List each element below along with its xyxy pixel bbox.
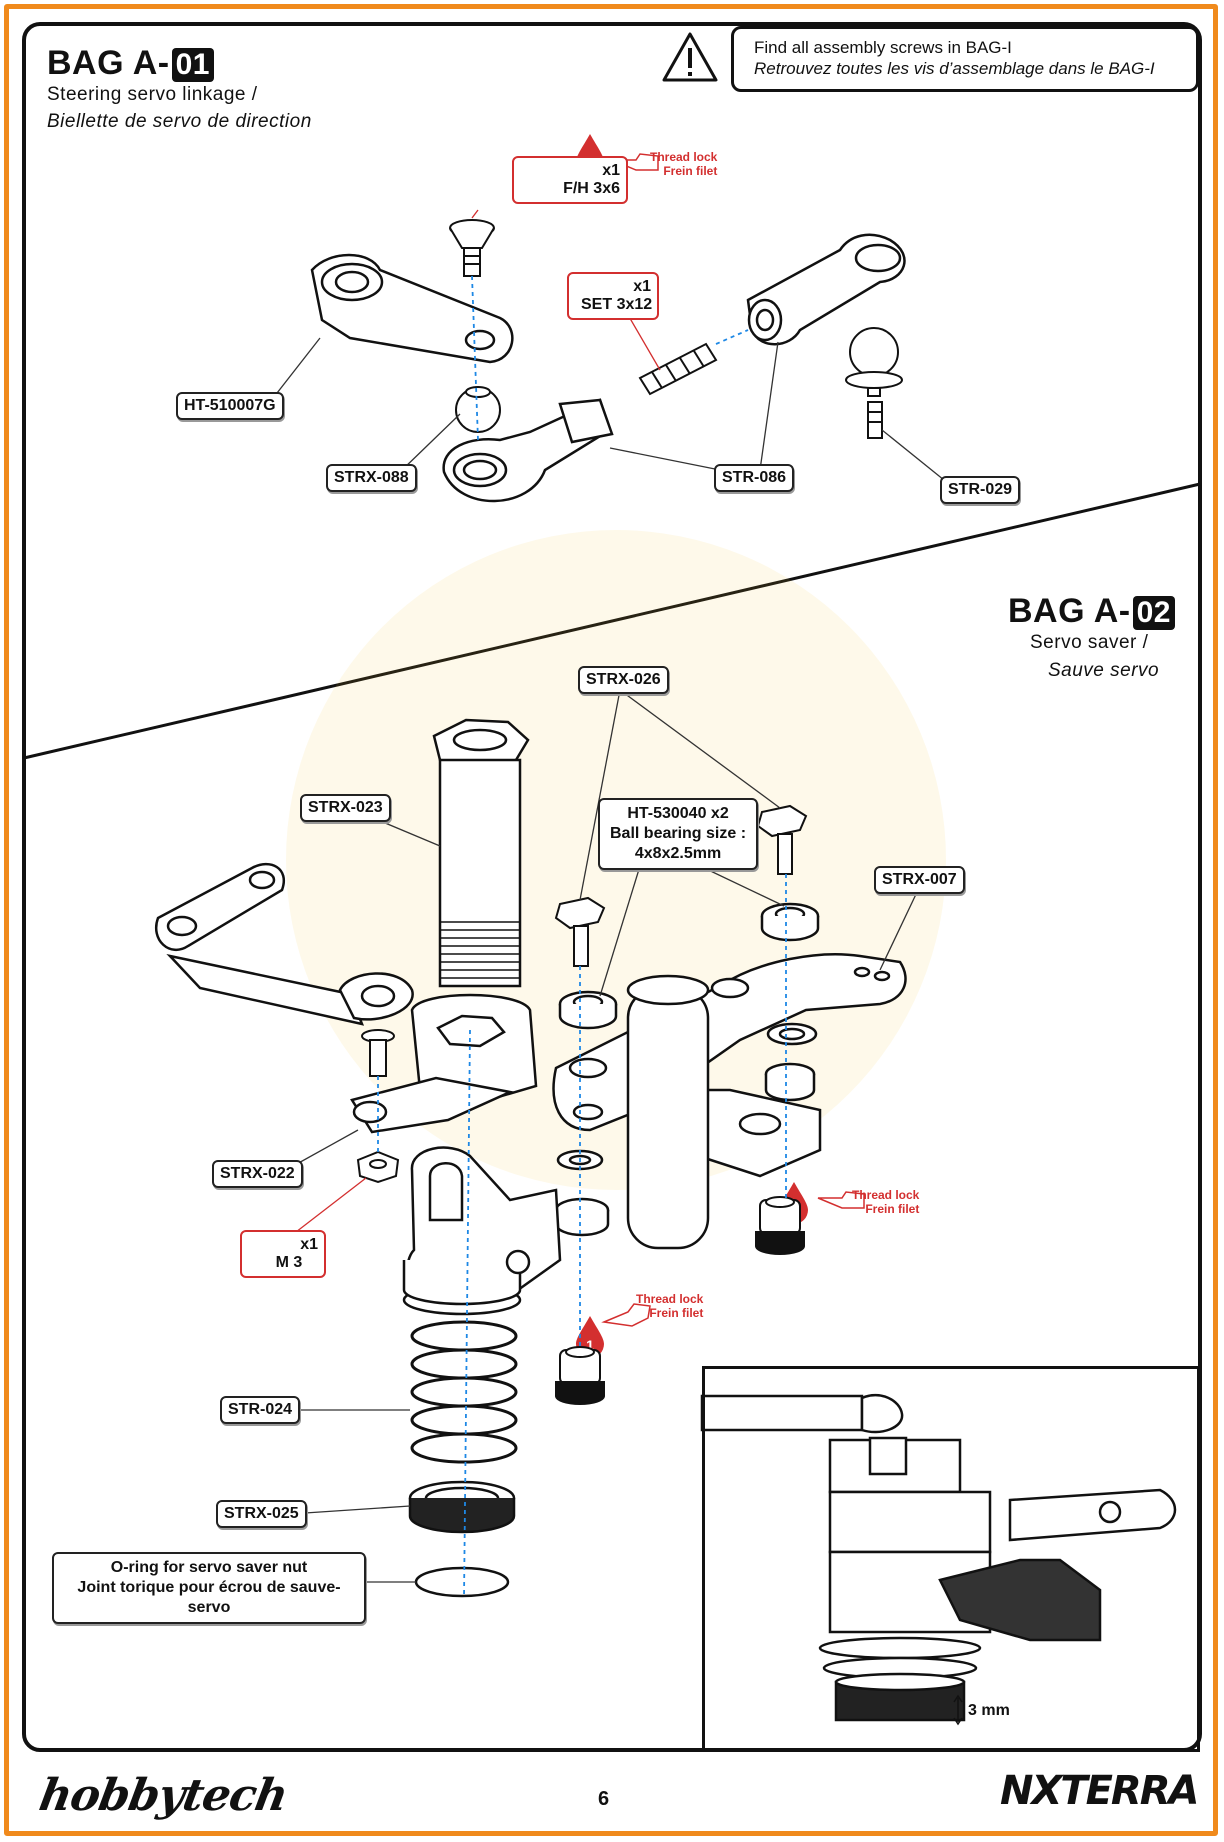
dimension-arrow-icon <box>953 1694 963 1726</box>
bearing-callout: HT-530040 x2 Ball bearing size : 4x8x2.5… <box>598 798 759 870</box>
part-label-strx025: STRX-025 <box>216 1500 307 1528</box>
section-divider <box>23 482 1201 760</box>
inset-detail-drawing <box>700 1393 1177 1722</box>
ball-part <box>455 386 501 433</box>
bag2-title: BAG A-02 <box>1008 592 1175 631</box>
inset-detail-frame <box>702 1366 1200 1752</box>
nut-part <box>408 1480 516 1534</box>
shaft-part <box>432 718 530 988</box>
bag1-subtitle-fr: Biellette de servo de direction <box>47 111 312 132</box>
thread-lock-en: Thread lock <box>636 1292 704 1306</box>
fh-screw-callout: x1 F/H 3x6 <box>512 156 628 204</box>
thread-lock-fr: Frein filet <box>865 1202 920 1216</box>
set-qty: x1 <box>633 278 651 295</box>
thread-lock-fr: Frein filet <box>663 164 718 178</box>
fh-qty: x1 <box>602 162 620 179</box>
thread-lock-fr: Frein filet <box>649 1306 704 1320</box>
thread-lock-note-2: Thread lock Frein filet <box>852 1188 919 1216</box>
insert-nut-parts <box>555 1196 805 1405</box>
part-label-strx022: STRX-022 <box>212 1160 303 1188</box>
rod-end-left-part <box>442 398 614 503</box>
part-label-str029: STR-029 <box>940 476 1021 504</box>
svg-text:1: 1 <box>586 1337 594 1353</box>
servo-saver-upper-part <box>350 993 538 1134</box>
part-label-strx026: STRX-026 <box>578 666 669 694</box>
assembly-guides-2 <box>377 874 787 1599</box>
nxterra-logo: NXTERRA <box>1000 1768 1199 1814</box>
part-label-strx088: STRX-088 <box>326 464 417 492</box>
bag1-number: 01 <box>171 48 214 82</box>
part-label-str024: STR-024 <box>220 1396 301 1424</box>
thread-lock-en: Thread lock <box>650 150 718 164</box>
page-black-frame <box>22 22 1202 1752</box>
rod-end-right-part <box>746 233 906 346</box>
set-screw-part <box>638 342 718 396</box>
thread-lock-note-1: Thread lock Frein filet <box>650 150 717 178</box>
notice-line-en: Find all assembly screws in BAG-I <box>754 38 1012 57</box>
fh-name: F/H 3x6 <box>563 180 620 197</box>
part-label-ht510007g: HT-510007G <box>176 392 284 420</box>
spring-part <box>410 1320 518 1464</box>
hobbytech-logo: hobbytech <box>35 1770 292 1821</box>
lower-block-part <box>626 974 822 1250</box>
o-ring-part <box>414 1566 510 1598</box>
set-screw-callout: x1 SET 3x12 <box>567 272 659 320</box>
leader-lines-1 <box>269 209 945 481</box>
part-label-strx023: STRX-023 <box>300 794 391 822</box>
bag1-subtitle-en: Steering servo linkage / <box>47 84 258 105</box>
servo-saver-body-part <box>402 1146 562 1316</box>
ball-stud-part <box>845 327 903 439</box>
part-label-strx007: STRX-007 <box>874 866 965 894</box>
bag2-subtitle-en: Servo saver / <box>1030 632 1149 653</box>
o-ring-note-fr: Joint torique pour écrou de sauve-servo <box>77 1579 341 1616</box>
bag1-title: BAG A-01 <box>47 44 214 83</box>
thread-lock-en: Thread lock <box>852 1188 920 1202</box>
bag2-number: 02 <box>1132 596 1175 630</box>
bag2-subtitle-fr: Sauve servo <box>1048 660 1160 681</box>
bearing-size-label: Ball bearing size : <box>610 825 747 842</box>
inset-dimension-label: 3 mm <box>968 1702 1010 1719</box>
bearing-part-number: HT-530040 x2 <box>627 805 729 822</box>
assembly-guides-1 <box>471 275 749 441</box>
thread-lock-note-3: Thread lock Frein filet <box>636 1292 703 1320</box>
servo-arm-part <box>155 862 414 1026</box>
set-name: SET 3x12 <box>581 296 653 313</box>
notice-line-fr: Retrouvez toutes les vis d’assemblage da… <box>754 59 1155 78</box>
warning-triangle-icon <box>662 32 718 82</box>
part-label-str086: STR-086 <box>714 464 795 492</box>
m3-nut-callout: x1 M 3 <box>240 1230 326 1278</box>
m3-qty: x1 <box>300 1236 318 1253</box>
o-ring-note-en: O-ring for servo saver nut <box>110 1559 308 1576</box>
bearing-parts <box>554 902 820 1237</box>
servo-horn-part <box>310 253 514 364</box>
pointing-hand-icon <box>601 153 865 1327</box>
page-number: 6 <box>598 1788 610 1810</box>
page-orange-border <box>4 4 1218 1836</box>
assembly-screws-notice: Find all assembly screws in BAG-I Retrou… <box>731 26 1199 92</box>
fh-screw-part <box>449 219 495 277</box>
m3-name: M 3 <box>275 1254 303 1271</box>
o-ring-note: O-ring for servo saver nut Joint torique… <box>52 1552 366 1624</box>
bearing-size-value: 4x8x2.5mm <box>634 845 722 862</box>
